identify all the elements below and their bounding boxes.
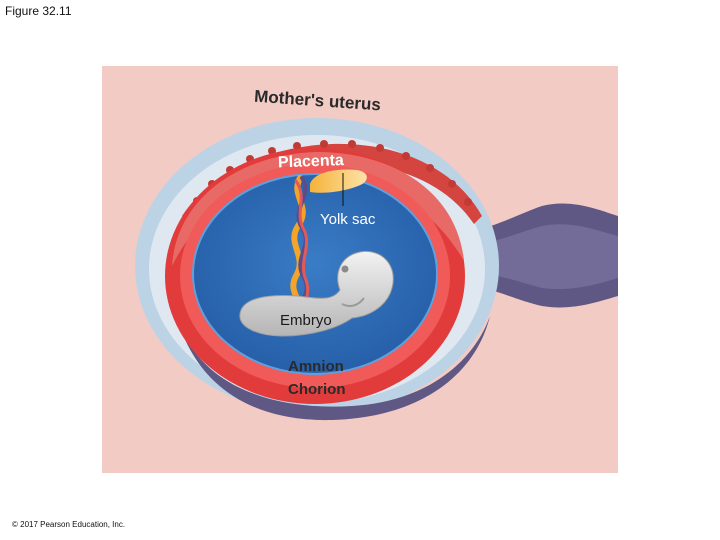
label-embryo: Embryo (280, 312, 332, 329)
amniotic-fluid (193, 174, 437, 374)
uterus-diagram: Mother's uterus Placenta Yolk sac Embryo… (102, 66, 618, 473)
label-placenta: Placenta (278, 152, 344, 171)
embryo (239, 250, 394, 337)
copyright-notice: © 2017 Pearson Education, Inc. (12, 520, 126, 529)
label-amnion: Amnion (288, 358, 344, 375)
label-yolk-sac: Yolk sac (320, 211, 376, 228)
embryo-limb (341, 297, 365, 307)
figure-title: Figure 32.11 (5, 4, 72, 18)
amnion-membrane (192, 173, 438, 375)
embryo-eye (341, 265, 349, 273)
yolk-sac (310, 169, 367, 193)
label-chorion: Chorion (288, 381, 346, 398)
